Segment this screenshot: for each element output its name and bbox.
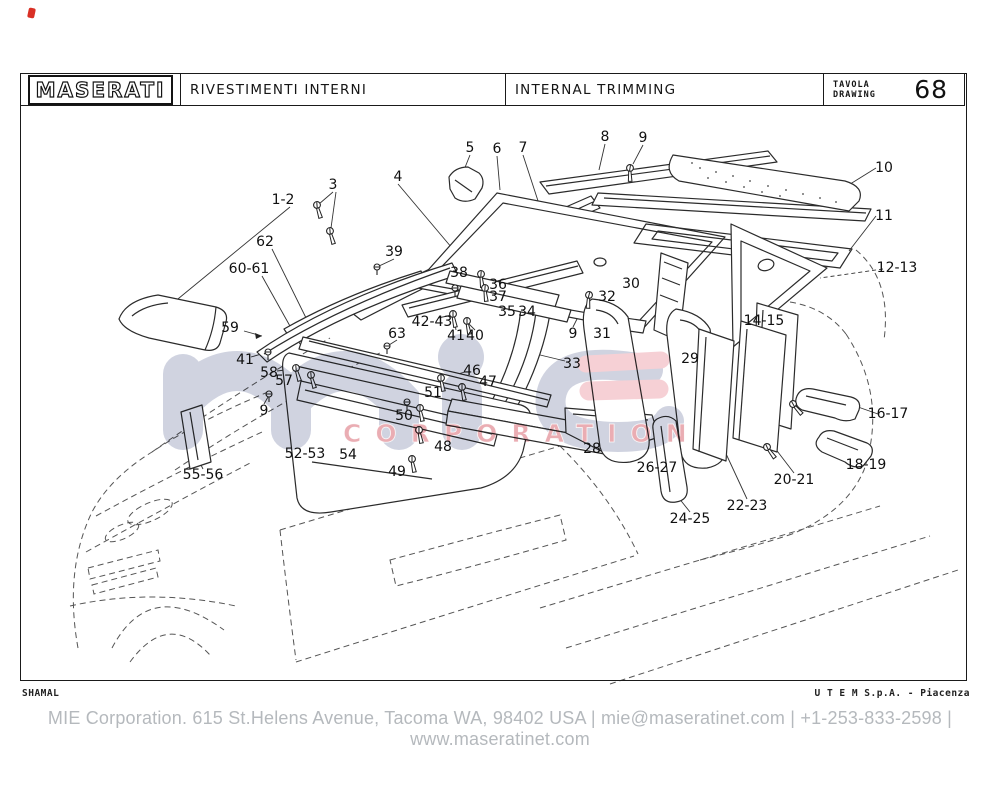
callout-33: 33 <box>563 356 581 372</box>
callout-3: 3 <box>328 177 338 193</box>
callout-36: 36 <box>489 277 507 293</box>
roof-rail-part <box>591 192 872 222</box>
callout-38: 38 <box>450 265 468 281</box>
rear-slab-b-part <box>692 328 735 462</box>
callout-4: 4 <box>393 169 403 185</box>
callout-8: 8 <box>600 129 610 145</box>
callout-9: 9 <box>259 403 269 419</box>
callout-16-17: 16-17 <box>867 406 909 422</box>
callout-49: 49 <box>388 464 406 480</box>
callout-47: 47 <box>479 374 497 390</box>
callout-24-25: 24-25 <box>669 511 711 527</box>
title-italian: RIVESTIMENTI INTERNI <box>190 81 368 98</box>
callout-62: 62 <box>256 234 274 250</box>
callout-48: 48 <box>434 439 452 455</box>
rear-slab-a-part <box>732 320 787 453</box>
plate-border <box>20 73 967 681</box>
maserati-logo-text: MASERATI <box>35 77 166 102</box>
logo-cell: MASERATI <box>21 74 181 105</box>
manufacturer-code: U T E M S.p.A. - Piacenza <box>814 688 970 699</box>
belt-guide-b-part <box>815 430 873 468</box>
callout-42-43: 42-43 <box>411 314 453 330</box>
title-english-cell: INTERNAL TRIMMING <box>506 74 824 105</box>
callout-1-2: 1-2 <box>271 192 295 208</box>
callout-22-23: 22-23 <box>726 498 768 514</box>
model-code: SHAMAL <box>22 688 60 699</box>
grab-handle-part <box>118 294 228 351</box>
drawing-number-cell: TAVOLA DRAWING 68 <box>824 74 964 105</box>
maserati-logo: MASERATI <box>27 74 174 105</box>
callout-54: 54 <box>339 447 357 463</box>
drawing-number: 68 <box>914 75 948 104</box>
callout-9: 9 <box>638 130 648 146</box>
callout-30: 30 <box>622 276 640 292</box>
callout-50: 50 <box>395 408 413 424</box>
callout-59: 59 <box>221 320 239 336</box>
title-english: INTERNAL TRIMMING <box>515 81 677 98</box>
callout-39: 39 <box>385 244 403 260</box>
callout-60-61: 60-61 <box>228 261 270 277</box>
callout-10: 10 <box>875 160 893 176</box>
callout-5: 5 <box>465 140 475 156</box>
callout-58: 58 <box>260 365 278 381</box>
callout-52-53: 52-53 <box>284 446 326 462</box>
callout-32: 32 <box>598 289 616 305</box>
belt-guide-a-part <box>795 388 861 422</box>
title-block: MASERATI RIVESTIMENTI INTERNI INTERNAL T… <box>20 73 965 106</box>
title-italian-cell: RIVESTIMENTI INTERNI <box>181 74 506 105</box>
callout-29: 29 <box>681 351 699 367</box>
callout-55-56: 55-56 <box>182 467 224 483</box>
parcel-shelf-part <box>668 154 861 212</box>
dealer-footer: MIE Corporation. 615 St.Helens Avenue, T… <box>47 708 953 749</box>
callout-41: 41 <box>447 328 465 344</box>
car-body-outline <box>69 249 959 685</box>
callout-11: 11 <box>875 208 893 224</box>
callout-31: 31 <box>593 326 611 342</box>
callout-41: 41 <box>236 352 254 368</box>
callout-20-21: 20-21 <box>773 472 815 488</box>
tavola-label: TAVOLA <box>833 79 870 90</box>
front-bracket-part <box>448 166 484 202</box>
drawing-label: DRAWING <box>833 89 876 100</box>
callout-9: 9 <box>568 326 578 342</box>
callout-18-19: 18-19 <box>845 457 887 473</box>
callout-37: 37 <box>489 289 507 305</box>
callout-63: 63 <box>388 326 406 342</box>
callout-7: 7 <box>518 140 528 156</box>
callout-35: 35 <box>498 304 516 320</box>
callout-51: 51 <box>424 385 442 401</box>
sail-panel-part <box>730 223 828 348</box>
callout-40: 40 <box>466 328 484 344</box>
callout-26-27: 26-27 <box>636 460 678 476</box>
callout-46: 46 <box>463 363 481 379</box>
callout-6: 6 <box>492 141 502 157</box>
callout-34: 34 <box>518 304 536 320</box>
callout-28: 28 <box>583 441 601 457</box>
callout-57: 57 <box>275 373 293 389</box>
callout-14-15: 14-15 <box>743 313 785 329</box>
callout-12-13: 12-13 <box>876 260 918 276</box>
